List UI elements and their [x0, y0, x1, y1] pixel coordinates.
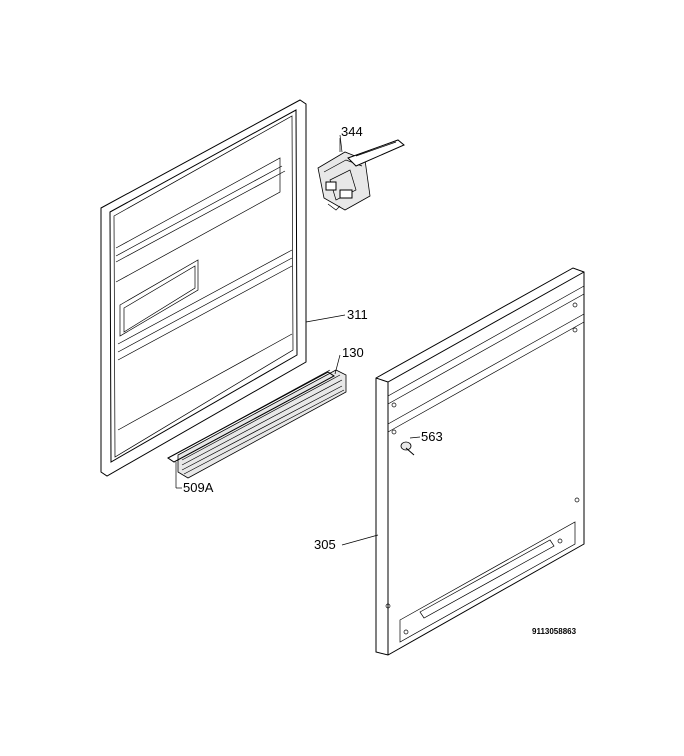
label-344: 344	[341, 124, 363, 139]
leader-lines	[175, 134, 421, 546]
part-311-inner-door	[100, 99, 307, 477]
drawing-code: 9113058863	[532, 627, 577, 636]
part-130-seal	[177, 369, 347, 479]
part-509a-gasket	[167, 369, 335, 463]
label-509a: 509A	[183, 480, 214, 495]
part-305-outer-door	[375, 267, 585, 656]
part-344-lock	[317, 138, 405, 211]
label-311: 311	[347, 307, 368, 322]
label-563: 563	[421, 429, 443, 444]
label-130: 130	[342, 345, 364, 360]
label-305: 305	[314, 537, 336, 552]
part-563-screw	[400, 441, 415, 456]
